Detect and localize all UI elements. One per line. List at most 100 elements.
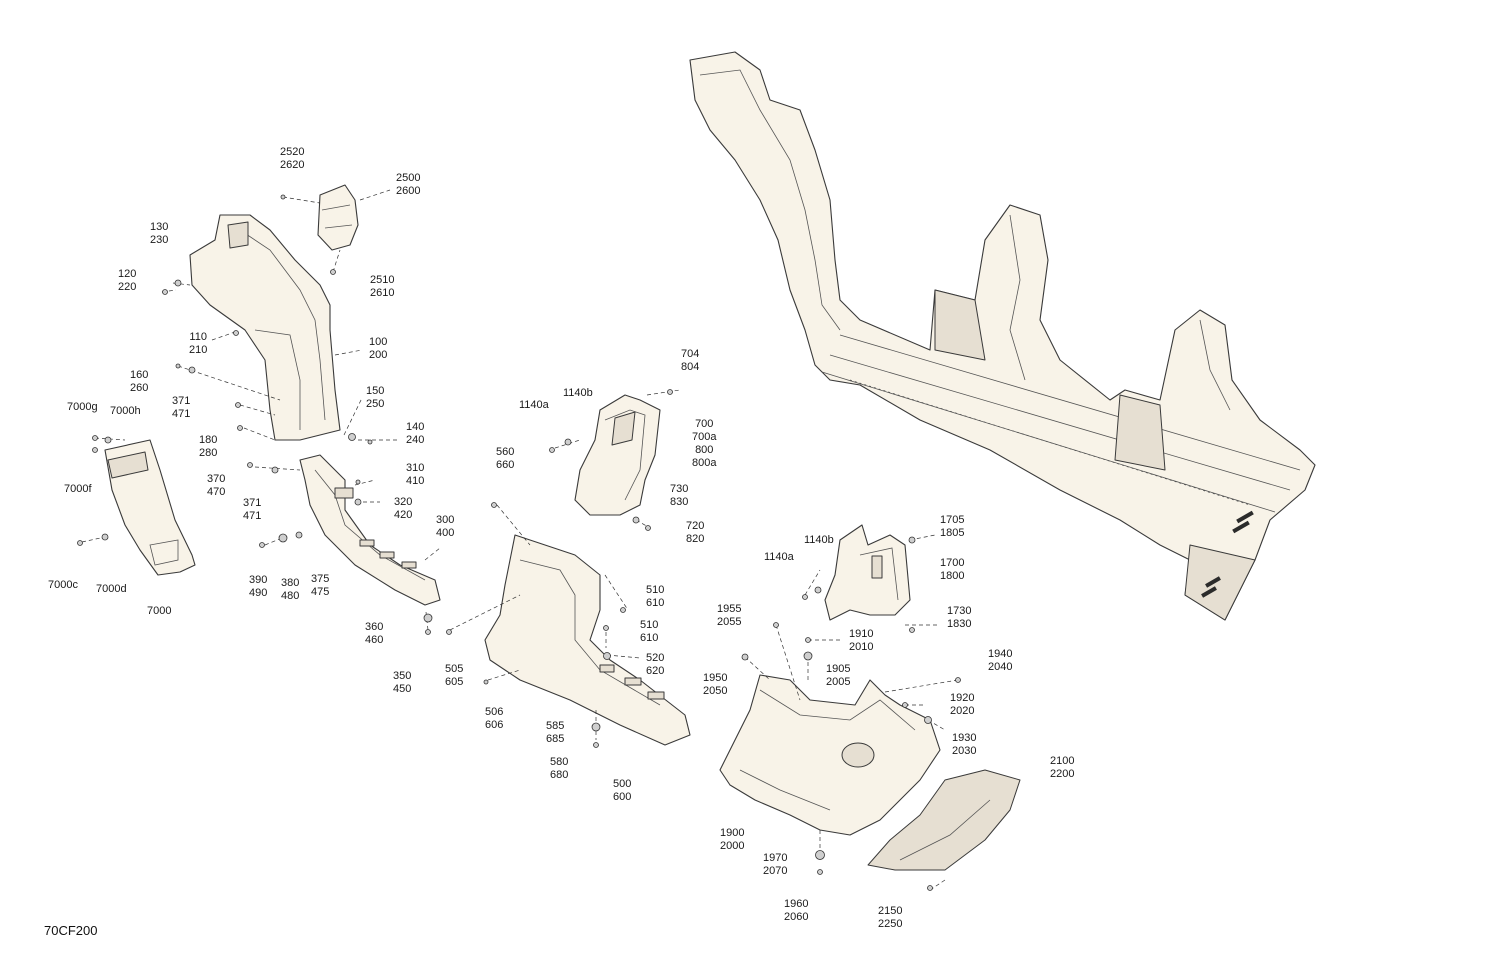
fastener [741,653,749,661]
fastener [902,702,908,708]
fastener [593,742,599,748]
fasteners [77,194,961,891]
callout-1140a-lower: 1140a [764,551,794,563]
callout-1140b-lower: 1140b [804,534,834,546]
fastener [188,366,196,374]
fastener [632,516,640,524]
fastener [355,479,361,485]
fastener [805,637,811,643]
right-upper-panel-1700 [824,524,911,621]
lower-rail-300 [299,454,441,606]
fastener [175,363,181,369]
fastener [803,651,813,661]
diagram-id-label: 70CF200 [44,923,98,938]
fastener [423,613,433,623]
fastener [603,625,609,631]
fastener [446,629,452,635]
fastener [233,330,239,336]
callout-1140b-upper: 1140b [563,387,593,399]
callout-1140a-upper: 1140a [519,399,549,411]
fastener [237,425,243,431]
fastener [235,402,241,408]
callout-7000h: 7000h [110,405,141,417]
fastener [667,389,673,395]
fastener [909,627,915,633]
fastener [814,586,822,594]
fastener [354,498,362,506]
center-rail-500 [484,534,691,746]
fastener [104,436,112,444]
fastener [955,677,961,683]
fastener [603,652,611,660]
fastener [278,533,288,543]
fastener [425,629,431,635]
fastener [564,438,572,446]
fastener [549,447,555,453]
fastener [280,194,286,200]
fastener [802,594,808,600]
callout-7000: 7000 [147,605,172,617]
fastener [591,722,601,732]
fastener [271,466,279,474]
fastener [92,447,98,453]
side-guard-7000 [104,439,196,576]
fastener [259,542,265,548]
fastener [817,869,823,875]
cover-2100 [867,769,1021,871]
fastener [924,716,932,724]
tub-1900 [719,674,941,836]
fastener [483,679,489,685]
fastener [174,279,182,287]
fastener [162,289,168,295]
fastener [927,885,933,891]
callout-7000d: 7000d [96,583,127,595]
fastener [815,850,825,860]
callout-7000g: 7000g [67,401,98,413]
fastener [620,607,626,613]
fastener [348,433,356,441]
fastener [92,435,98,441]
